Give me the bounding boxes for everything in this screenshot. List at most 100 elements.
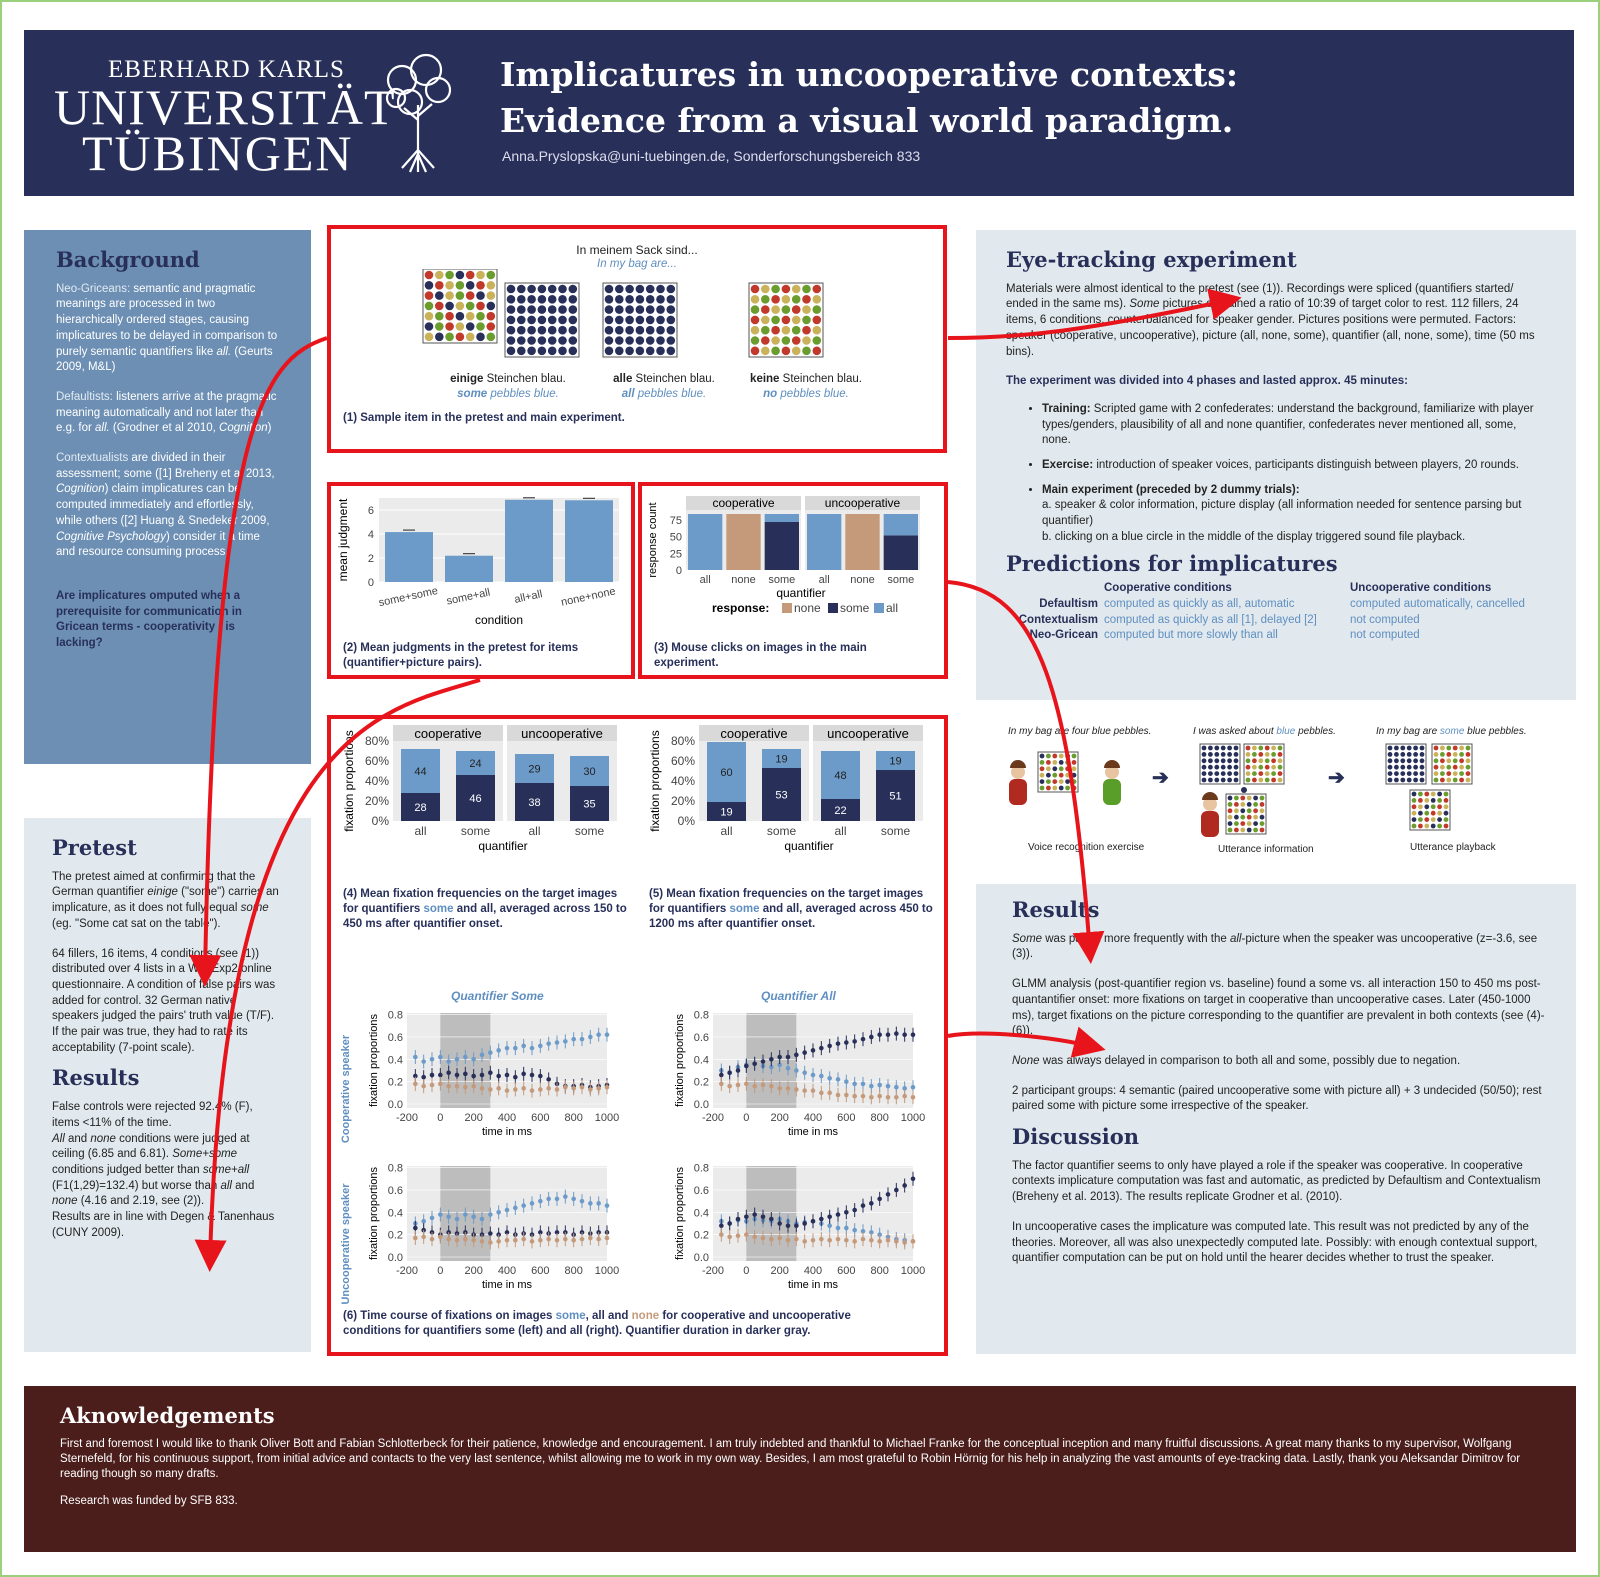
pebble bbox=[1437, 817, 1442, 822]
fig6-xtick: 600 bbox=[837, 1112, 855, 1124]
fig6-point-none bbox=[777, 1086, 782, 1091]
fig6-xlabel: time in ms bbox=[788, 1279, 839, 1291]
pebble bbox=[812, 325, 822, 335]
facet-label: uncooperative bbox=[521, 726, 603, 741]
fig2-bar bbox=[385, 532, 433, 582]
pebble bbox=[1430, 823, 1436, 829]
pebble bbox=[1065, 766, 1070, 772]
fig6-point-some bbox=[454, 1216, 460, 1222]
pebble bbox=[445, 322, 454, 331]
pebble bbox=[1259, 802, 1265, 807]
pebble bbox=[486, 291, 496, 300]
fig1-item-quantifier-de: alle bbox=[613, 373, 633, 385]
fig6-point-all bbox=[752, 1061, 757, 1067]
bar-value: 44 bbox=[414, 766, 426, 778]
pebble bbox=[527, 284, 536, 294]
discussion-heading: Discussion bbox=[1012, 1124, 1139, 1150]
fig6-point-all bbox=[488, 1231, 493, 1236]
fig6-point-none bbox=[869, 1094, 874, 1100]
pebble bbox=[1065, 779, 1070, 784]
fig6-point-some bbox=[438, 1212, 443, 1217]
pebble bbox=[547, 325, 557, 335]
pebble bbox=[645, 305, 655, 314]
pebble bbox=[1411, 798, 1417, 803]
results-p1: Some was paired more frequently with the… bbox=[1012, 932, 1538, 961]
bar-lower bbox=[707, 802, 746, 821]
fig6-row-label-uncoop: Uncooperative speaker bbox=[340, 1183, 352, 1304]
acknowledgements-text: First and foremost I would like to thank… bbox=[60, 1438, 1521, 1480]
pebble bbox=[1259, 814, 1265, 820]
pebble bbox=[771, 284, 780, 294]
pebble bbox=[1052, 779, 1058, 784]
fig6-point-all bbox=[769, 1216, 774, 1222]
fig6-point-all bbox=[727, 1221, 732, 1226]
fig6-point-none bbox=[860, 1093, 866, 1099]
fig6-point-none bbox=[744, 1081, 749, 1087]
pebble bbox=[1419, 771, 1425, 776]
pebble bbox=[1419, 764, 1425, 770]
fig6-point-all bbox=[802, 1221, 807, 1226]
fig6-xtick: 0 bbox=[437, 1265, 443, 1277]
facet-strip bbox=[507, 725, 617, 741]
fig6-ytick: 0.8 bbox=[388, 1010, 403, 1022]
fig5-stacked-bar-chart: cooperative1960all5319someuncooperative2… bbox=[648, 725, 923, 853]
pebble bbox=[1208, 752, 1213, 757]
fig6-row-label-coop: Cooperative speaker bbox=[340, 1034, 352, 1143]
pebble bbox=[781, 305, 791, 314]
fig3-bar-none bbox=[726, 514, 761, 570]
author-contact: Anna.Pryslopska@uni-tuebingen.de, Sonder… bbox=[502, 148, 921, 164]
pebble bbox=[1065, 772, 1070, 778]
pebble bbox=[465, 332, 475, 342]
fig6-point-some bbox=[579, 1036, 585, 1042]
pebble bbox=[1201, 764, 1207, 770]
fig2-caption: (2) Mean judgments in the pretest for it… bbox=[343, 642, 579, 669]
pebble bbox=[476, 322, 485, 331]
ytick: 60% bbox=[671, 754, 695, 768]
fig6-point-all bbox=[471, 1073, 476, 1079]
fig3-xtick: none bbox=[731, 574, 755, 586]
fig6-ytick: 0.2 bbox=[388, 1077, 403, 1089]
fig6-point-all bbox=[438, 1072, 443, 1078]
fig6-point-some bbox=[852, 1081, 857, 1087]
pebble bbox=[537, 305, 547, 314]
bar-value: 46 bbox=[469, 793, 481, 805]
pebble bbox=[625, 284, 634, 294]
pebble bbox=[1240, 795, 1246, 801]
pretest-result-1: False controls were rejected 92.4% (F), … bbox=[52, 1101, 253, 1129]
pebble bbox=[1046, 772, 1051, 778]
fig6-point-some bbox=[596, 1032, 601, 1038]
bar-value: 51 bbox=[889, 791, 901, 803]
fig2-bar bbox=[505, 499, 553, 582]
pebble bbox=[1214, 777, 1220, 783]
pebble bbox=[1430, 791, 1436, 797]
pebble bbox=[1413, 752, 1418, 757]
pebble bbox=[1452, 752, 1458, 757]
facet-label: cooperative bbox=[414, 726, 481, 741]
pebble bbox=[1258, 745, 1264, 751]
fig6-ytick: 0.4 bbox=[694, 1207, 709, 1219]
proc-step2-speech: I was asked about blue pebbles. bbox=[1193, 726, 1336, 737]
pebble bbox=[537, 295, 547, 304]
pebble bbox=[1394, 764, 1399, 770]
fig6-point-some bbox=[571, 1036, 576, 1042]
pebble bbox=[435, 291, 444, 300]
pebble bbox=[615, 305, 624, 314]
fig2-xtick: some+all bbox=[445, 587, 491, 608]
pebble bbox=[615, 336, 624, 345]
pebble bbox=[1071, 766, 1077, 772]
pebble bbox=[802, 315, 811, 325]
fig6-point-none bbox=[902, 1240, 907, 1245]
fig6-point-none bbox=[488, 1087, 493, 1092]
pebble bbox=[1233, 752, 1239, 757]
background-defaultists: Defaultists: listeners arrive at the pra… bbox=[56, 390, 277, 435]
fig6-point-all bbox=[852, 1207, 857, 1213]
pred-row-label: Neo-Gricean bbox=[1029, 629, 1098, 642]
pebble bbox=[1271, 745, 1276, 751]
pebble bbox=[1253, 808, 1258, 814]
pebble bbox=[791, 284, 801, 294]
fig6-point-none bbox=[446, 1083, 451, 1089]
fig6-point-none bbox=[910, 1239, 916, 1244]
pebble bbox=[1430, 798, 1436, 803]
fig6-point-all bbox=[546, 1077, 551, 1082]
